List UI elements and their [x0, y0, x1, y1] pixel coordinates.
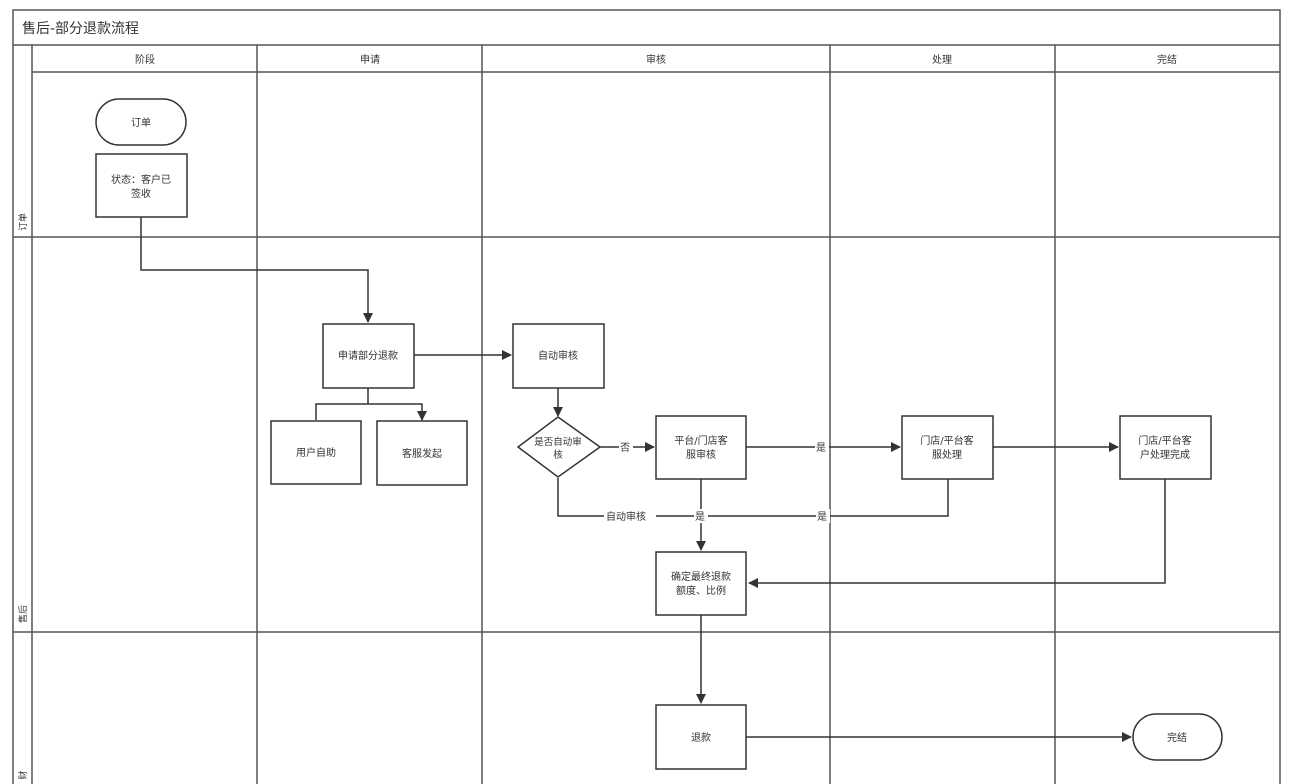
column-header-process: 处理: [932, 54, 952, 66]
node-platform-review-label-2: 服审核: [686, 448, 716, 461]
column-header-finish: 完结: [1157, 53, 1177, 66]
edge-label-yes-2: 是: [695, 511, 705, 523]
connectors: [140, 217, 1166, 742]
lane-label-finance: 财: [17, 770, 29, 779]
node-decision-shape: [516, 416, 602, 478]
node-status-label-2: 签收: [131, 187, 151, 200]
node-finish-label: 完结: [1167, 731, 1187, 744]
column-header-stage: 阶段: [135, 53, 155, 66]
node-apply-partial-shape: [322, 323, 415, 389]
edge-label-no: 否: [620, 442, 630, 454]
node-confirm-label-1: 确定最终退款: [671, 570, 731, 583]
node-confirm-shape: [655, 551, 747, 616]
diagram-title: 售后-部分退款流程: [22, 21, 139, 37]
node-order-shape: [95, 98, 187, 146]
lane-label-aftersale: 售后: [17, 605, 29, 623]
node-user-self-shape: [270, 420, 362, 485]
node-refund-shape: [655, 704, 747, 770]
node-store-done-label-1: 门店/平台客: [1138, 434, 1191, 447]
edge-decision-auto-yes: [557, 478, 949, 517]
node-store-done-shape: [1119, 415, 1212, 480]
node-decision-label-2: 核: [553, 449, 563, 461]
node-store-handle-label-1: 门店/平台客: [920, 434, 973, 447]
node-apply-partial-label: 申请部分退款: [338, 349, 398, 362]
edge-label-yes-3: 是: [817, 511, 827, 523]
node-user-self-label: 用户自助: [296, 446, 336, 459]
edge-status-to-apply: [140, 217, 373, 323]
edge-apply-branches: [315, 388, 422, 420]
node-status-label-1: 状态：客户已: [111, 173, 171, 186]
node-confirm-label-2: 额度、比例: [676, 584, 726, 597]
node-refund-label: 退款: [691, 731, 711, 744]
lane-label-order: 订单: [17, 213, 29, 231]
node-auto-review-shape: [512, 323, 605, 389]
node-finish-shape: [1132, 713, 1223, 761]
node-platform-review-shape: [655, 415, 747, 480]
swimlane-grid: [12, 9, 1281, 784]
node-status-shape: [95, 153, 188, 218]
edge-label-yes-1: 是: [816, 442, 826, 454]
column-headers: 阶段 申请 审核 处理 完结: [135, 53, 1177, 66]
node-decision-label-1: 是否自动审: [534, 436, 582, 448]
node-order-label: 订单: [131, 117, 151, 129]
node-cs-initiate-shape: [376, 420, 468, 486]
edge-label-auto-review: 自动审核: [606, 510, 646, 523]
node-store-handle-label-2: 服处理: [932, 449, 962, 461]
edge-done-to-confirm: [748, 479, 1166, 588]
node-store-done-label-2: 户处理完成: [1140, 448, 1190, 461]
node-store-handle-shape: [901, 415, 994, 480]
node-cs-initiate-label: 客服发起: [402, 447, 442, 460]
column-header-review: 审核: [646, 53, 666, 66]
column-header-apply: 申请: [360, 53, 380, 66]
node-platform-review-label-1: 平台/门店客: [674, 434, 727, 447]
node-auto-review-label: 自动审核: [538, 349, 578, 362]
